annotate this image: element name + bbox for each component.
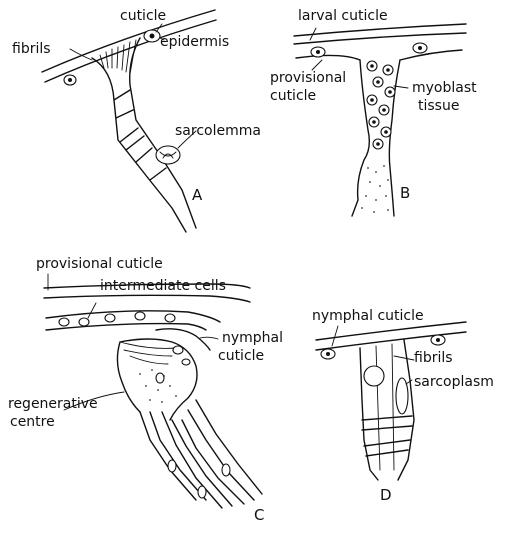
panel-c-label-centre: centre [10,414,55,430]
panel-b-label-larval-cuticle: larval cuticle [298,8,388,24]
panel-a: cuticle fibrils epidermis sarcolemma A [12,8,261,232]
panel-b-label-provisional: provisional [270,70,346,86]
panel-a-label-sarcolemma: sarcolemma [175,123,261,139]
panel-c-label-provisional-cuticle: provisional cuticle [36,256,163,272]
panel-a-letter: A [192,186,203,204]
panel-b: larval cuticle provisional cuticle myobl… [270,8,477,216]
panel-d-letter: D [380,486,392,504]
panel-a-label-cuticle: cuticle [120,8,166,24]
panel-b-label-provisional-cuticle: cuticle [270,88,316,104]
panel-a-sarcolemma-nucleus [156,146,180,164]
panel-b-stippling [361,165,389,213]
panel-c-label-intermediate-cells: intermediate cells [100,278,226,294]
panel-c-label-nymphal: nymphal [222,330,283,346]
panel-a-label-epidermis: epidermis [160,34,229,50]
panel-c-letter: C [254,506,264,524]
panel-c-label-regenerative: regenerative [8,396,98,412]
panel-c: provisional cuticle intermediate cells n… [8,256,283,524]
panel-d-label-sarcoplasm: sarcoplasm [414,374,494,390]
panel-a-label-fibrils: fibrils [12,41,51,57]
panel-d: nymphal cuticle fibrils sarcoplasm D [312,308,494,504]
panel-d-nucleus [364,366,384,386]
panel-c-label-nymphal-cuticle: cuticle [218,348,264,364]
panel-d-label-fibrils: fibrils [414,350,453,366]
panel-b-label-tissue: tissue [418,98,459,114]
panel-b-label-myoblast: myoblast [412,80,477,96]
panel-d-label-nymphal-cuticle: nymphal cuticle [312,308,424,324]
panel-b-provisional-cuticle-line [294,33,466,44]
panel-b-letter: B [400,184,410,202]
